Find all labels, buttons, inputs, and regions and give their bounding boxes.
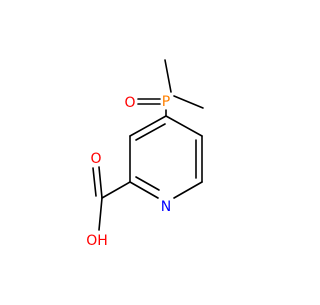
bond-p-methyl-upper [173, 95, 204, 109]
bond-c-o-double-b [92, 167, 97, 197]
bond-p-methyl-right [164, 59, 172, 93]
atom-label-ring-nitrogen: N [161, 199, 171, 215]
ring-bond-c4-c5 [165, 115, 203, 137]
ring-double-n1-c2 [135, 176, 160, 191]
bond-c-oh [98, 197, 103, 231]
ring-double-c3-c4 [135, 123, 166, 141]
ring-bond-n1-c2 [129, 181, 159, 199]
ring-bond-c6-n1 [173, 181, 203, 199]
atom-label-hydroxyl: OH [86, 233, 108, 249]
structure-canvas: P O N O OH [86, 59, 204, 249]
atom-label-phosphoryl-oxygen: O [124, 95, 135, 111]
bond-c-o-double-a [98, 166, 103, 199]
bond-c2-ccooh [101, 181, 131, 199]
ring-bond-c3-c4 [129, 115, 167, 137]
atom-label-phosphorus: P [162, 94, 170, 110]
molecule-diagram: P O N O OH [86, 59, 204, 249]
atom-label-carbonyl-oxygen: O [90, 151, 101, 167]
